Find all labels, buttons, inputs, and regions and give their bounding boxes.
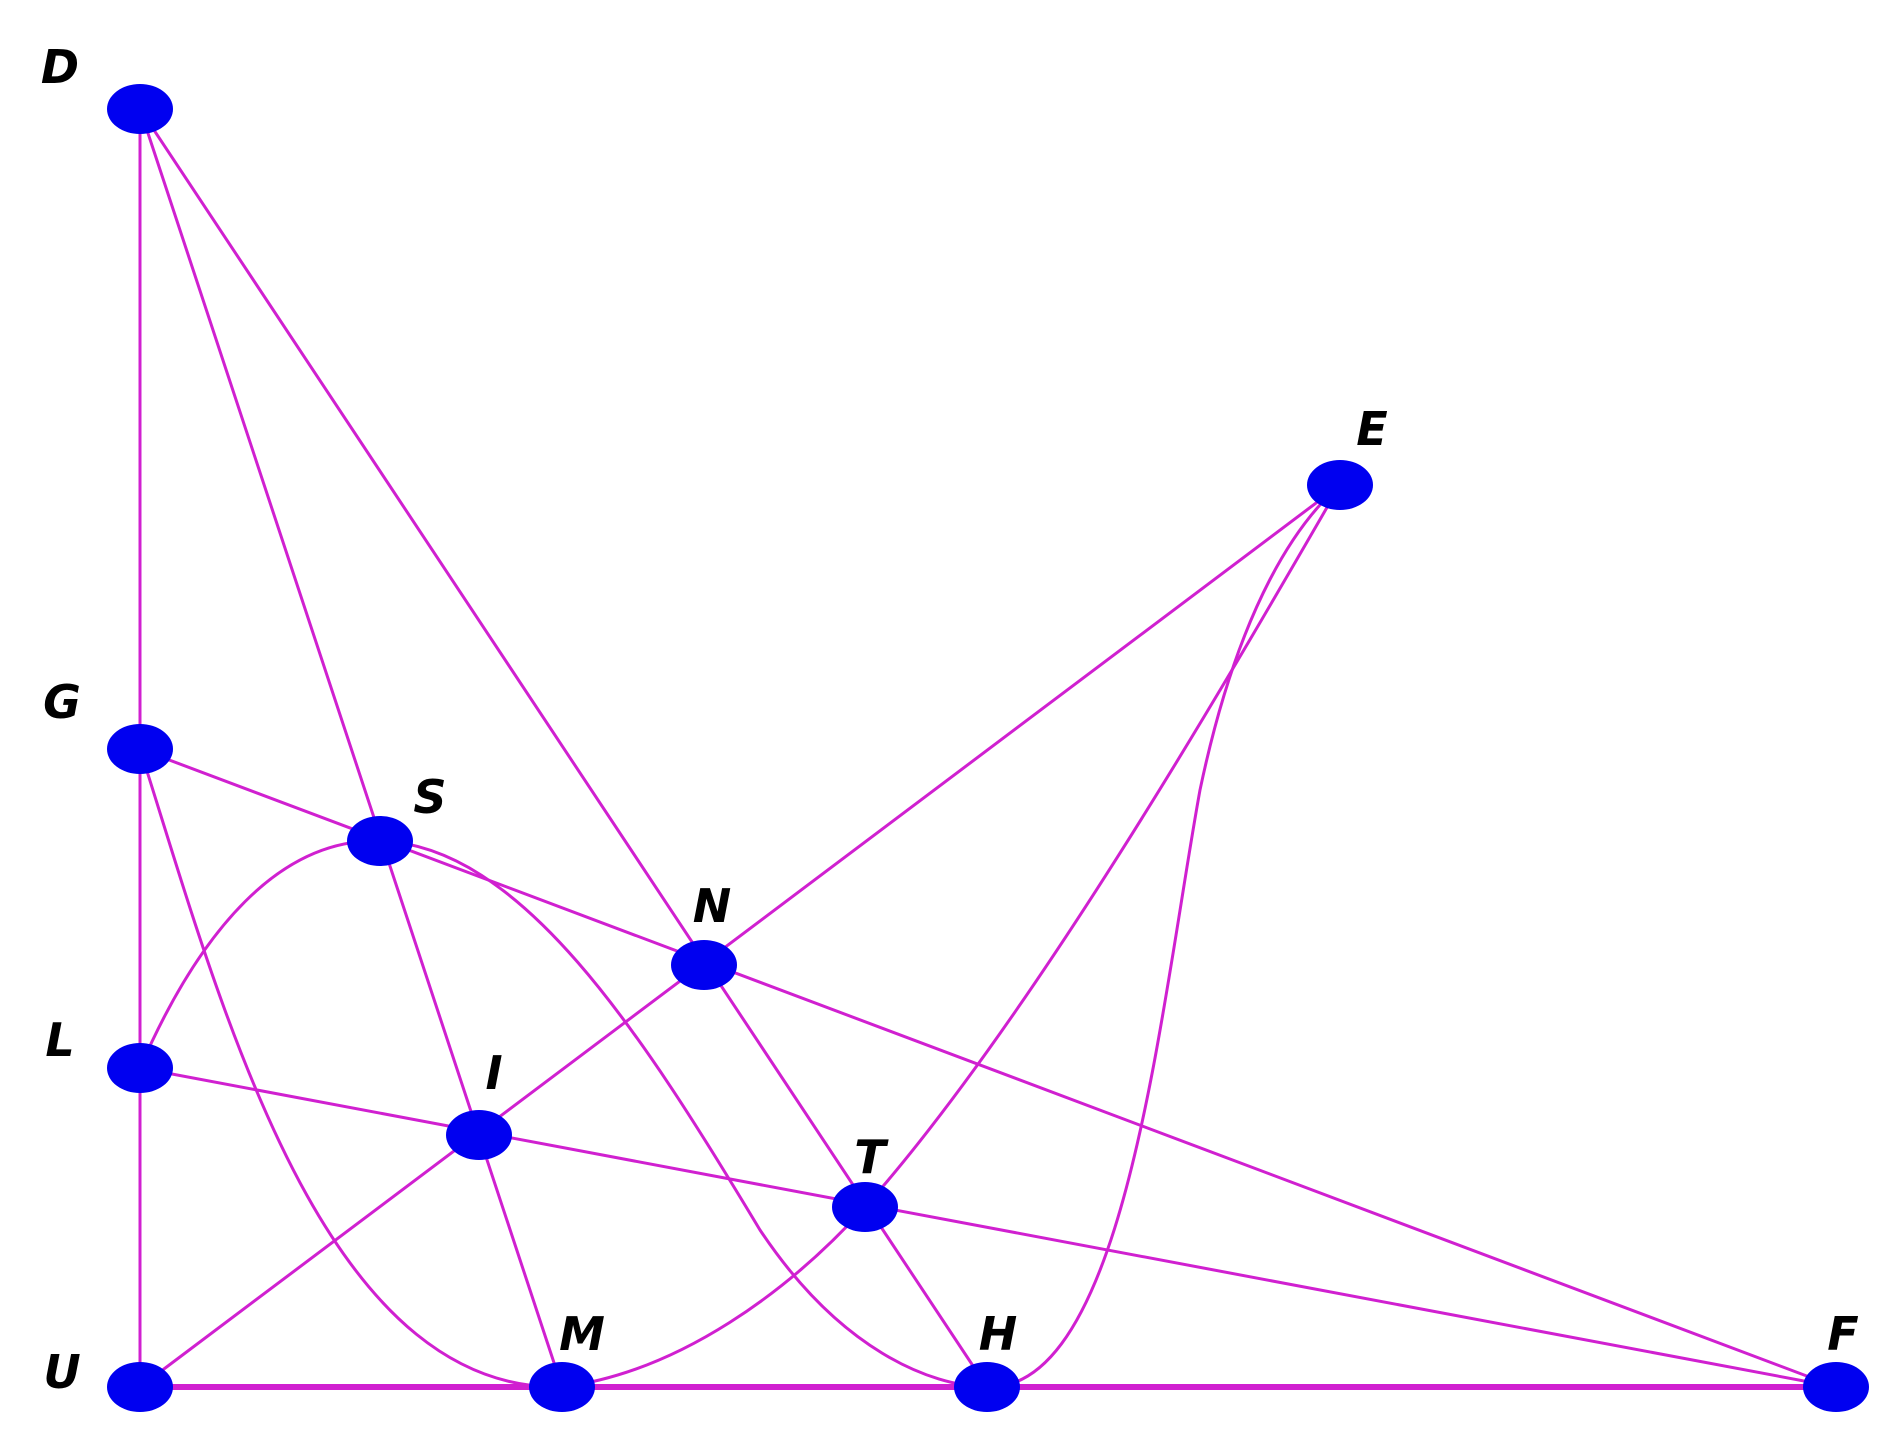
curved-edges [138, 483, 1342, 1389]
edge-d-h [138, 107, 989, 1389]
edge-g-f [138, 747, 1838, 1389]
node-m [529, 1362, 595, 1412]
edge-e-u [138, 483, 1342, 1389]
node-label-n: N [693, 879, 732, 933]
node-i [446, 1110, 512, 1160]
node-label-g: G [43, 675, 81, 729]
node-h [954, 1362, 1020, 1412]
node-d [107, 84, 173, 134]
edge-d-m [138, 107, 564, 1389]
edge-l-f [138, 1066, 1838, 1389]
curve-h-e [985, 483, 1342, 1389]
curve-m-e [560, 483, 1342, 1389]
node-label-i: I [485, 1046, 502, 1100]
node-label-e: E [1356, 402, 1387, 456]
node-g [107, 724, 173, 774]
node-label-f: F [1827, 1307, 1858, 1361]
node-t [832, 1182, 898, 1232]
node-e [1307, 460, 1373, 510]
node-n [671, 940, 737, 990]
nodes [107, 84, 1869, 1412]
node-label-l: L [45, 1013, 74, 1067]
node-labels: D E G S N L I T U M H F [41, 40, 1859, 1399]
node-u [107, 1362, 173, 1412]
node-s [347, 816, 413, 866]
node-label-m: M [559, 1307, 605, 1361]
node-label-s: S [413, 770, 446, 824]
straight-edges [137, 107, 1839, 1390]
node-label-d: D [41, 40, 79, 94]
node-label-u: U [43, 1345, 80, 1399]
curve-l-h [138, 839, 989, 1389]
curve-g-m [138, 747, 564, 1389]
node-label-h: H [979, 1307, 1018, 1361]
node-l [107, 1043, 173, 1093]
node-f [1803, 1362, 1869, 1412]
node-label-t: T [854, 1130, 889, 1184]
